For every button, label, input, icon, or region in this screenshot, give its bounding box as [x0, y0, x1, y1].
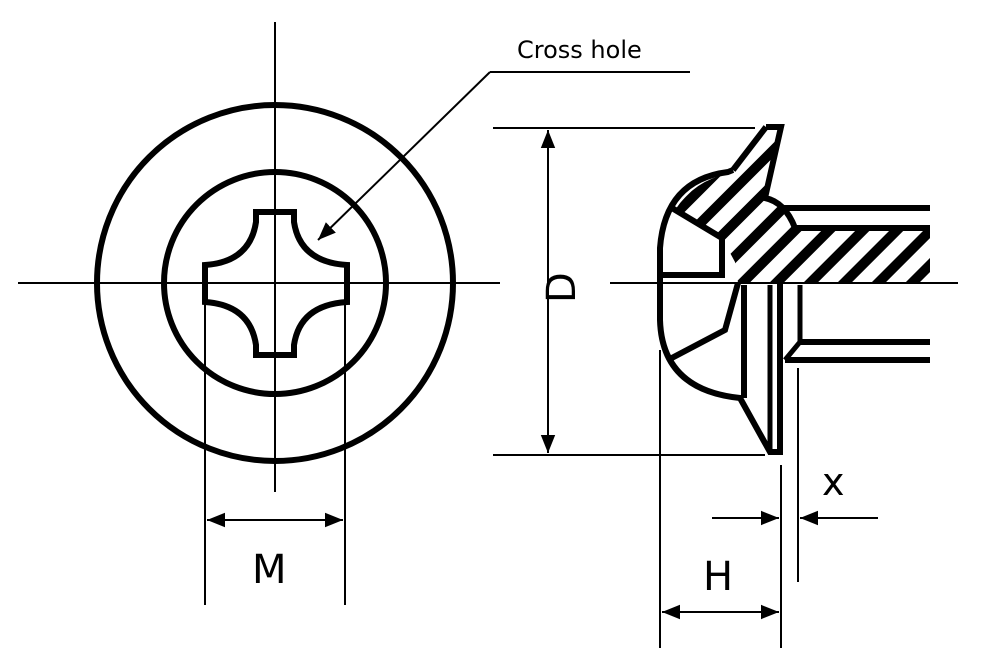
side-view [493, 124, 958, 648]
dim-h-label: H [703, 554, 733, 600]
head-outline [761, 124, 798, 230]
front-view [18, 22, 690, 605]
recess-upper [662, 205, 725, 278]
flange-edge-upper [730, 125, 769, 172]
head-dome [657, 167, 783, 455]
dim-x-label: x [822, 460, 845, 504]
dim-d-label: D [539, 272, 585, 303]
dim-m-label: M [252, 547, 287, 593]
cross-hole-label: Cross hole [517, 36, 642, 64]
shank-neck [783, 285, 803, 362]
recess-circle [161, 169, 389, 397]
recess-lower [666, 282, 741, 363]
head-outer-circle [94, 102, 456, 464]
cross-recess [202, 209, 350, 358]
cross-hole-leader-arrow [317, 71, 491, 241]
